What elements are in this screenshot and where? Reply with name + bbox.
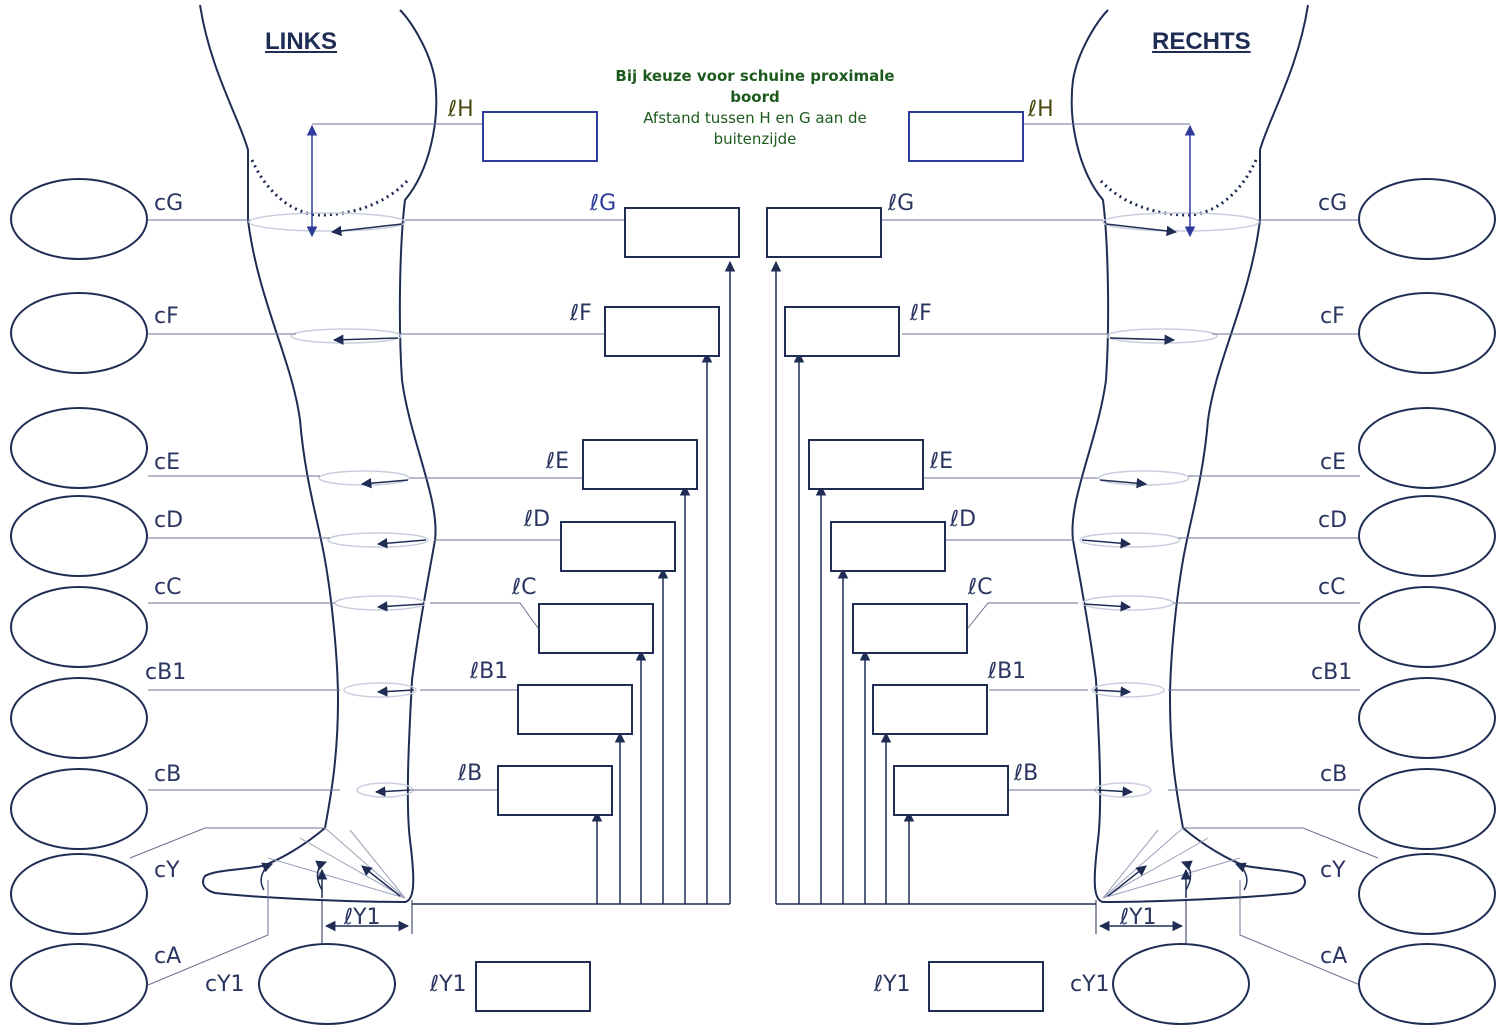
right-input-cY[interactable] <box>1358 853 1496 935</box>
left-input-cG[interactable] <box>10 178 148 260</box>
note-plain: Afstand tussen H en G aan de buitenzijde <box>643 109 867 148</box>
right-label-lD: ℓD <box>950 507 977 532</box>
left-leg <box>199 4 438 904</box>
right-label-cB1: cB1 <box>1311 660 1353 685</box>
left-input-cY[interactable] <box>10 853 148 935</box>
right-label-lH: ℓH <box>1028 97 1054 122</box>
left-input-lF[interactable] <box>604 306 720 357</box>
right-input-lG[interactable] <box>766 207 882 258</box>
left-input-cA[interactable] <box>10 943 148 1025</box>
right-label-lG: ℓG <box>888 191 915 216</box>
right-label-cE: cE <box>1320 450 1346 475</box>
left-label-lC: ℓC <box>512 575 537 600</box>
left-input-lC[interactable] <box>538 603 654 654</box>
left-input-cB[interactable] <box>10 768 148 850</box>
left-label-lG: ℓG <box>590 191 617 216</box>
right-input-cY1[interactable] <box>1112 943 1250 1025</box>
right-input-lF[interactable] <box>784 306 900 357</box>
right-label-lB: ℓB <box>1014 761 1039 786</box>
right-input-lE[interactable] <box>808 439 924 490</box>
left-label-cY1: cY1 <box>205 972 245 997</box>
left-label-lB1: ℓB1 <box>470 659 509 684</box>
left-input-lE[interactable] <box>582 439 698 490</box>
heading-right: RECHTS <box>1152 28 1251 55</box>
proximal-border-note: Bij keuze voor schuine proximale boord A… <box>600 66 910 150</box>
right-label-lC: ℓC <box>968 575 993 600</box>
right-input-cF[interactable] <box>1358 292 1496 374</box>
right-input-cE[interactable] <box>1358 407 1496 489</box>
left-foot-fan <box>267 827 406 899</box>
right-label-cB: cB <box>1320 762 1348 787</box>
right-label-lB1: ℓB1 <box>988 659 1027 684</box>
right-input-cB[interactable] <box>1358 768 1496 850</box>
left-thigh-curve-dotted <box>250 159 410 217</box>
left-label-cE: cE <box>154 450 180 475</box>
left-label-lF: ℓF <box>570 301 592 326</box>
right-input-cD[interactable] <box>1358 495 1496 577</box>
right-label-lY1: ℓY1 <box>874 972 911 997</box>
left-label-cC: cC <box>154 575 182 600</box>
left-input-cD[interactable] <box>10 495 148 577</box>
left-input-cC[interactable] <box>10 586 148 668</box>
left-input-lB1[interactable] <box>517 684 633 735</box>
left-length-arrows <box>591 260 736 904</box>
right-label-cY: cY <box>1320 858 1346 883</box>
left-box-connectors <box>312 123 624 791</box>
right-label-cF: cF <box>1320 304 1345 329</box>
left-label-lH: ℓH <box>448 97 474 122</box>
right-label-cA: cA <box>1320 944 1348 969</box>
right-input-lB[interactable] <box>893 765 1009 816</box>
right-input-cA[interactable] <box>1358 943 1496 1025</box>
left-label-lY1-foot: ℓY1 <box>344 905 381 930</box>
left-label-cA: cA <box>154 944 182 969</box>
left-foot-arrows <box>260 860 401 898</box>
right-label-cY1: cY1 <box>1070 972 1110 997</box>
left-ly1-ticks <box>321 900 413 944</box>
left-label-cY: cY <box>154 858 180 883</box>
left-leg-outline <box>199 4 438 904</box>
left-input-lH[interactable] <box>482 111 598 162</box>
left-label-lB: ℓB <box>458 761 483 786</box>
left-input-cF[interactable] <box>10 292 148 374</box>
right-label-cC: cC <box>1318 575 1346 600</box>
right-label-lY1-foot: ℓY1 <box>1120 905 1157 930</box>
left-input-cB1[interactable] <box>10 677 148 759</box>
right-side-drawing <box>770 4 1379 986</box>
left-label-lD: ℓD <box>524 507 551 532</box>
right-input-lD[interactable] <box>830 521 946 572</box>
right-input-cB1[interactable] <box>1358 677 1496 759</box>
left-input-lB[interactable] <box>497 765 613 816</box>
left-input-lY1[interactable] <box>475 961 591 1012</box>
left-oval-connectors <box>129 219 340 986</box>
left-input-lG[interactable] <box>624 207 740 258</box>
left-input-lD[interactable] <box>560 521 676 572</box>
left-label-lE: ℓE <box>546 449 569 474</box>
right-input-lB1[interactable] <box>872 684 988 735</box>
right-input-lH[interactable] <box>908 111 1024 162</box>
right-label-lF: ℓF <box>910 301 932 326</box>
right-input-cG[interactable] <box>1358 178 1496 260</box>
right-input-lC[interactable] <box>852 603 968 654</box>
left-label-cD: cD <box>154 508 184 533</box>
right-input-lY1[interactable] <box>928 961 1044 1012</box>
right-input-cC[interactable] <box>1358 586 1496 668</box>
right-label-lE: ℓE <box>930 449 953 474</box>
left-input-cE[interactable] <box>10 407 148 489</box>
left-input-cY1[interactable] <box>258 943 396 1025</box>
heading-left: LINKS <box>265 28 337 55</box>
left-label-cB1: cB1 <box>145 660 187 685</box>
left-label-lY1: ℓY1 <box>430 972 467 997</box>
left-label-cB: cB <box>154 762 182 787</box>
left-label-cG: cG <box>154 191 184 216</box>
right-label-cG: cG <box>1318 191 1348 216</box>
note-bold: Bij keuze voor schuine proximale boord <box>615 67 895 106</box>
left-girth-arrows <box>330 223 427 797</box>
left-label-cF: cF <box>154 304 179 329</box>
right-label-cD: cD <box>1318 508 1348 533</box>
